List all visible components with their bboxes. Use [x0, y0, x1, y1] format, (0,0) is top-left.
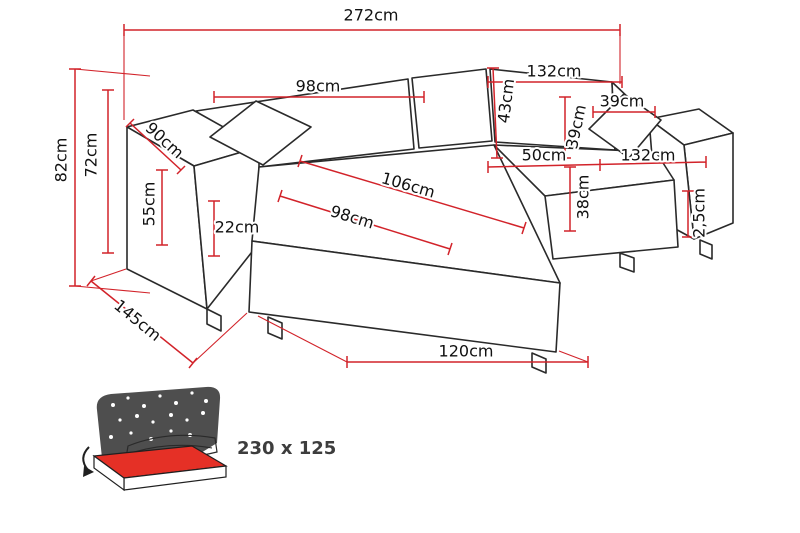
label-base-trim-height: 2,5cm [690, 188, 709, 238]
pillow-left [209, 100, 312, 166]
dimension-line [125, 118, 186, 175]
label-back-right-width: 132cm [527, 62, 582, 81]
label-right-section-width: 132cm [621, 146, 676, 165]
dim-back-left-width [213, 91, 425, 103]
dimension-line [102, 89, 114, 254]
label-seat-front-height: 22cm [215, 218, 260, 237]
label-armrest-height: 55cm [140, 182, 159, 227]
dim-pillow-height [559, 96, 571, 159]
dim-back-right-width [487, 76, 623, 88]
dimension-line [682, 190, 694, 238]
dimension-lines [69, 24, 707, 369]
dimension-line [123, 24, 621, 36]
star-dot [204, 399, 208, 403]
back-cushion-middle [411, 68, 493, 149]
dim-seat-diagonal [297, 154, 527, 235]
bed-size-label: 230 x 125 [237, 438, 336, 459]
dimension-line [69, 68, 81, 287]
label-seat-cushion-height: 38cm [574, 175, 593, 220]
bed-back-shape [96, 386, 221, 458]
label-back-left-width: 98cm [296, 77, 341, 96]
star-dot [118, 418, 122, 422]
star-dot [129, 431, 133, 435]
dimension-line [213, 91, 425, 103]
dim-seat-front-height [208, 200, 220, 257]
dimension-line [564, 166, 576, 232]
star-dot [185, 418, 189, 422]
label-total-depth: 145cm [110, 296, 165, 345]
label-backrest-height: 72cm [82, 133, 101, 178]
star-dots [109, 391, 208, 441]
sofa-leg [206, 308, 222, 332]
label-chaise-length: 120cm [439, 342, 494, 361]
pillow-right [588, 93, 662, 159]
dim-seat-sections [487, 156, 707, 173]
star-dot [126, 396, 130, 400]
dim-chaise-length [257, 315, 589, 368]
star-dot [111, 403, 115, 407]
star-dot [169, 429, 173, 433]
dim-armrest-height [156, 169, 168, 246]
dimension-line [487, 156, 707, 173]
dimension-extension [123, 33, 621, 120]
sofa-drawing [126, 68, 734, 374]
dim-total-depth [86, 268, 248, 369]
label-pillow-width: 39cm [600, 92, 645, 111]
dimension-line [277, 189, 453, 256]
dim-backrest-height [102, 89, 114, 254]
sofa-leg [619, 252, 635, 273]
dimension-line [592, 106, 656, 118]
sofa-leg [531, 352, 547, 374]
star-dot [158, 394, 162, 398]
dim-base-trim [682, 190, 694, 238]
dimension-line [156, 169, 168, 246]
dim-seat-cushion-height [564, 166, 576, 232]
sofa-leg [699, 239, 713, 260]
star-dot [151, 420, 155, 424]
dim-pillow-width [592, 106, 656, 118]
chaise-front [248, 240, 561, 353]
label-seat-section-width: 50cm [522, 146, 567, 165]
label-total-height: 82cm [52, 138, 71, 183]
star-dot [142, 404, 146, 408]
star-dot [190, 391, 194, 395]
unfold-arrow-head [83, 466, 94, 477]
dimension-line [559, 96, 571, 159]
dim-seat-width [277, 189, 453, 256]
star-dot [174, 401, 178, 405]
star-dot [109, 435, 113, 439]
label-overall-width: 272cm [344, 6, 399, 25]
star-dot [135, 414, 139, 418]
sofa-bed-icon [82, 386, 228, 492]
sofa-leg [267, 316, 283, 340]
bed-mattress-side [93, 454, 125, 492]
star-dot [201, 411, 205, 415]
bed-blanket-fold [133, 444, 213, 453]
dimension-line [487, 67, 503, 159]
dimension-line [487, 76, 623, 88]
dimension-extension [257, 315, 589, 363]
dimension-line [297, 154, 527, 235]
dim-armrest-depth [125, 118, 186, 175]
star-dot [169, 413, 173, 417]
right-seat-front [544, 179, 679, 260]
dim-overall-width [123, 24, 621, 120]
dimension-extension [74, 68, 151, 294]
dimension-line [208, 200, 220, 257]
dim-back-cushion-height [487, 67, 503, 159]
dim-total-height [69, 68, 151, 294]
dimension-extension [90, 268, 248, 364]
